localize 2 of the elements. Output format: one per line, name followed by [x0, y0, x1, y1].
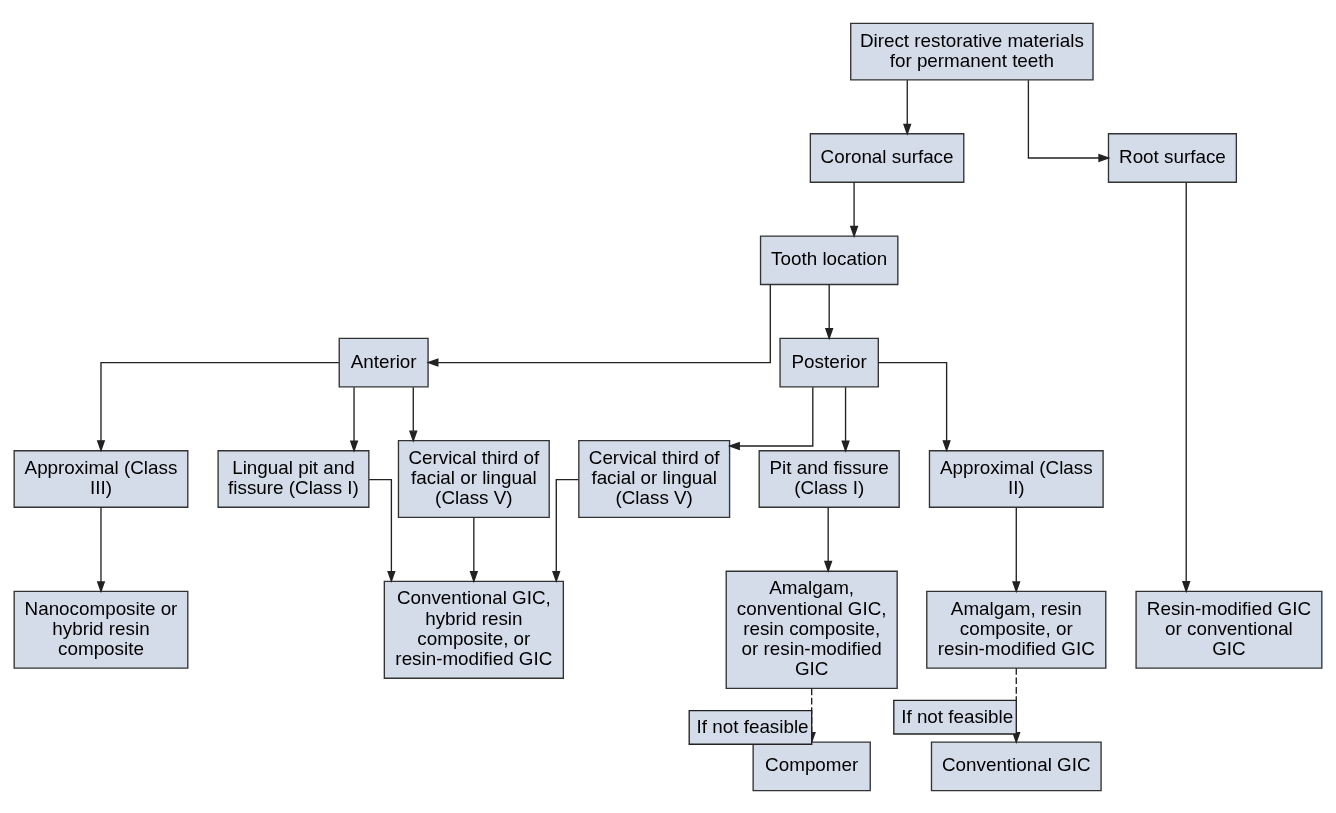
edge-label: If not feasible — [901, 705, 1014, 727]
edge-label: If not feasible — [696, 715, 809, 737]
